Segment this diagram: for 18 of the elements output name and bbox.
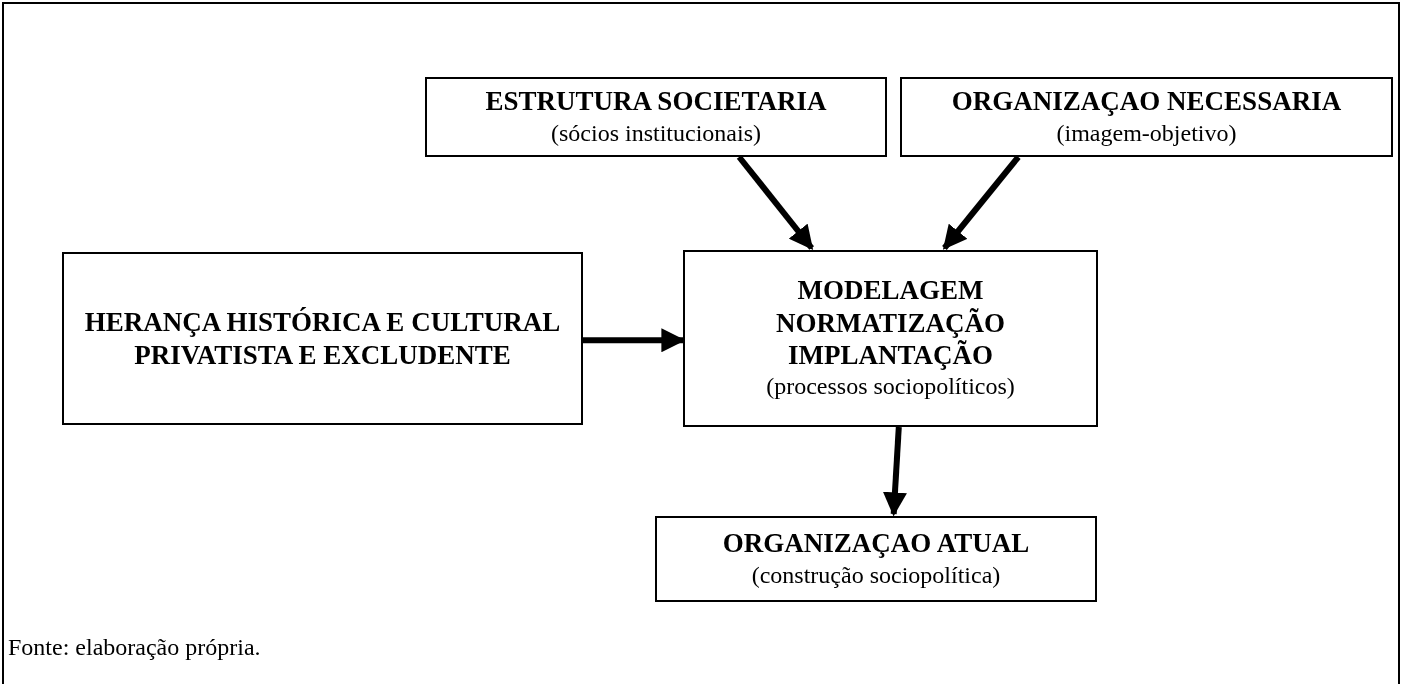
source-note: Fonte: elaboração própria. [8, 634, 261, 661]
process-box [655, 516, 1097, 602]
arrow [882, 426, 907, 517]
box-title: MODELAGEM NORMATIZAÇÃO IMPLANTAÇÃO [775, 274, 1006, 372]
process-box [425, 77, 887, 157]
box-title: ORGANIZAÇAO NECESSARIA [950, 85, 1343, 118]
box-title: ORGANIZAÇAO ATUAL [721, 527, 1031, 560]
process-box [900, 77, 1393, 157]
box-title: ESTRUTURA SOCIETARIA [484, 85, 828, 118]
box-subtitle: (construção sociopolítica) [750, 560, 1002, 590]
arrow [942, 155, 1021, 250]
box-subtitle: (sócios institucionais) [550, 118, 762, 148]
process-box [683, 250, 1098, 427]
box-subtitle: (processos sociopolíticos) [765, 372, 1016, 402]
box-title: HERANÇA HISTÓRICA E CULTURAL PRIVATISTA E EXCLUDENTE [83, 306, 562, 371]
arrow [736, 155, 814, 250]
box-subtitle: (imagem-objetivo) [1055, 118, 1238, 148]
process-box [62, 252, 583, 425]
